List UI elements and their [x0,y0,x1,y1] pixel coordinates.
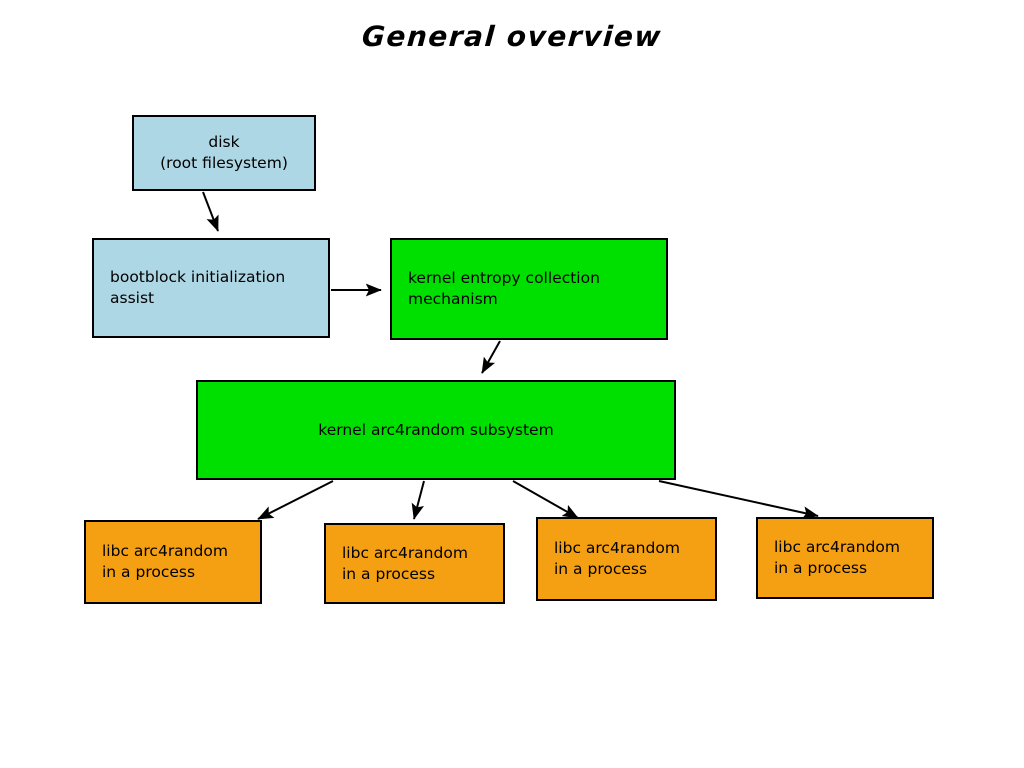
node-libc-arc4random-process-4[interactable]: libc arc4random in a process [756,517,934,599]
node-disk-label: disk (root filesystem) [160,133,288,172]
edge-subsystem-to-libc2 [411,480,425,520]
node-libc-4-label: libc arc4random in a process [774,538,900,577]
node-libc-3-label: libc arc4random in a process [554,539,680,578]
node-disk[interactable]: disk (root filesystem) [132,115,316,191]
node-libc-1-label: libc arc4random in a process [102,542,228,581]
node-subsystem-label: kernel arc4random subsystem [318,420,554,439]
page-title: General overview [360,20,664,53]
node-entropy-label: kernel entropy collection mechanism [408,269,600,308]
edge-subsystem-to-libc4 [658,480,819,519]
edge-entropy-to-subsystem [481,340,501,374]
edge-subsystem-to-libc1 [257,480,334,520]
node-libc-arc4random-process-2[interactable]: libc arc4random in a process [324,523,505,604]
node-bootblock-initialization-assist[interactable]: bootblock initialization assist [92,238,330,338]
edge-disk-to-bootblock [202,191,219,232]
node-libc-arc4random-process-1[interactable]: libc arc4random in a process [84,520,262,604]
edge-subsystem-to-libc3 [512,480,579,519]
node-kernel-entropy-collection-mechanism[interactable]: kernel entropy collection mechanism [390,238,668,340]
node-bootblock-label: bootblock initialization assist [110,268,286,307]
node-libc-2-label: libc arc4random in a process [342,543,468,583]
node-kernel-arc4random-subsystem[interactable]: kernel arc4random subsystem [196,380,676,480]
node-libc-arc4random-process-3[interactable]: libc arc4random in a process [536,517,717,601]
